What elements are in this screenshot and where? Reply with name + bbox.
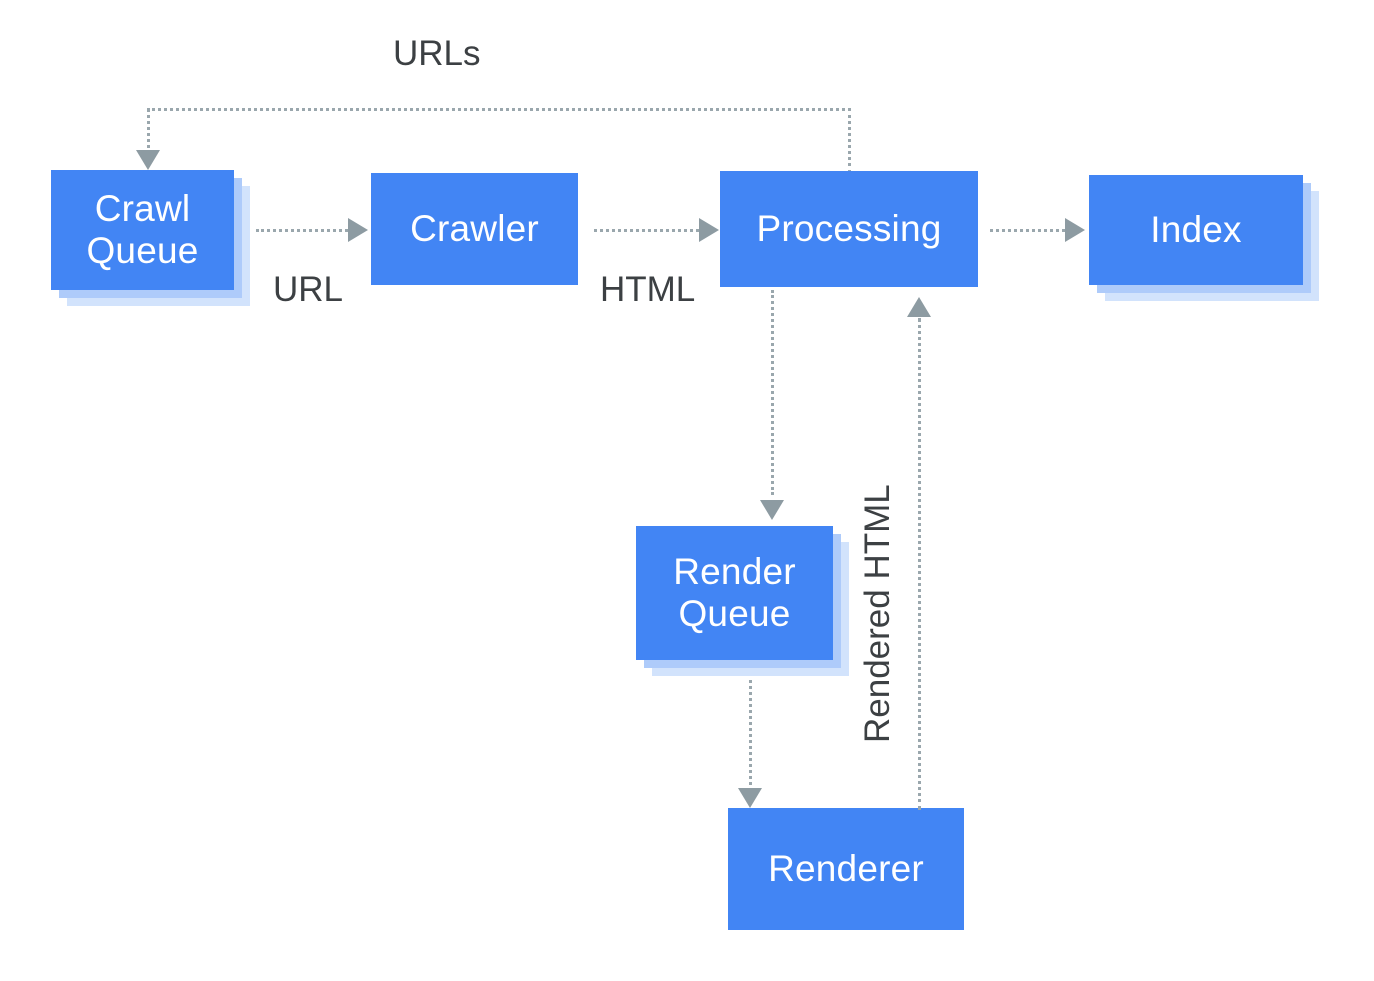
index-face xyxy=(1089,175,1303,285)
edge-render-queue-to-renderer xyxy=(749,680,752,785)
edge-crawl-queue-to-crawler xyxy=(256,229,348,232)
urls-feedback-top xyxy=(147,108,851,111)
node-renderer[interactable]: Renderer xyxy=(728,808,964,930)
edge-renderer-to-processing xyxy=(918,318,921,810)
edge-label-urls: URLs xyxy=(393,34,481,73)
edge-processing-to-render-queue-arrowhead xyxy=(760,500,784,520)
node-label-render-queue: Render Queue xyxy=(673,550,796,634)
node-label-index: Index xyxy=(1150,208,1242,250)
edge-label-html: HTML xyxy=(600,270,696,309)
edge-crawl-queue-to-crawler-arrowhead xyxy=(348,218,368,242)
node-label-renderer: Renderer xyxy=(768,847,924,889)
renderer-face xyxy=(728,808,964,930)
edge-processing-to-index xyxy=(990,229,1065,232)
edge-processing-to-index-arrowhead xyxy=(1065,218,1085,242)
edge-renderer-to-processing-arrowhead xyxy=(907,297,931,317)
urls-feedback-arrowhead xyxy=(136,150,160,170)
node-index[interactable]: Index xyxy=(1089,175,1319,301)
crawler-face xyxy=(371,173,578,285)
edge-label-url: URL xyxy=(273,270,344,309)
node-label-crawler: Crawler xyxy=(410,207,539,249)
node-label-processing: Processing xyxy=(756,207,942,249)
render-queue-face xyxy=(636,526,833,660)
node-render-queue[interactable]: Render Queue xyxy=(636,526,849,676)
processing-face xyxy=(720,171,978,287)
node-label-crawl-queue: Crawl Queue xyxy=(86,187,199,271)
edge-label-rendered-html: Rendered HTML xyxy=(858,484,897,743)
urls-feedback-riser xyxy=(848,108,851,173)
node-crawl-queue[interactable]: Crawl Queue xyxy=(51,170,250,306)
crawl-queue-face xyxy=(51,170,234,290)
node-crawler[interactable]: Crawler xyxy=(371,173,578,285)
node-processing[interactable]: Processing xyxy=(720,171,978,287)
edge-crawler-to-processing-arrowhead xyxy=(699,218,719,242)
edge-crawler-to-processing xyxy=(594,229,699,232)
edge-processing-to-render-queue xyxy=(771,290,774,495)
edge-render-queue-to-renderer-arrowhead xyxy=(738,788,762,808)
urls-feedback-drop xyxy=(147,108,150,156)
